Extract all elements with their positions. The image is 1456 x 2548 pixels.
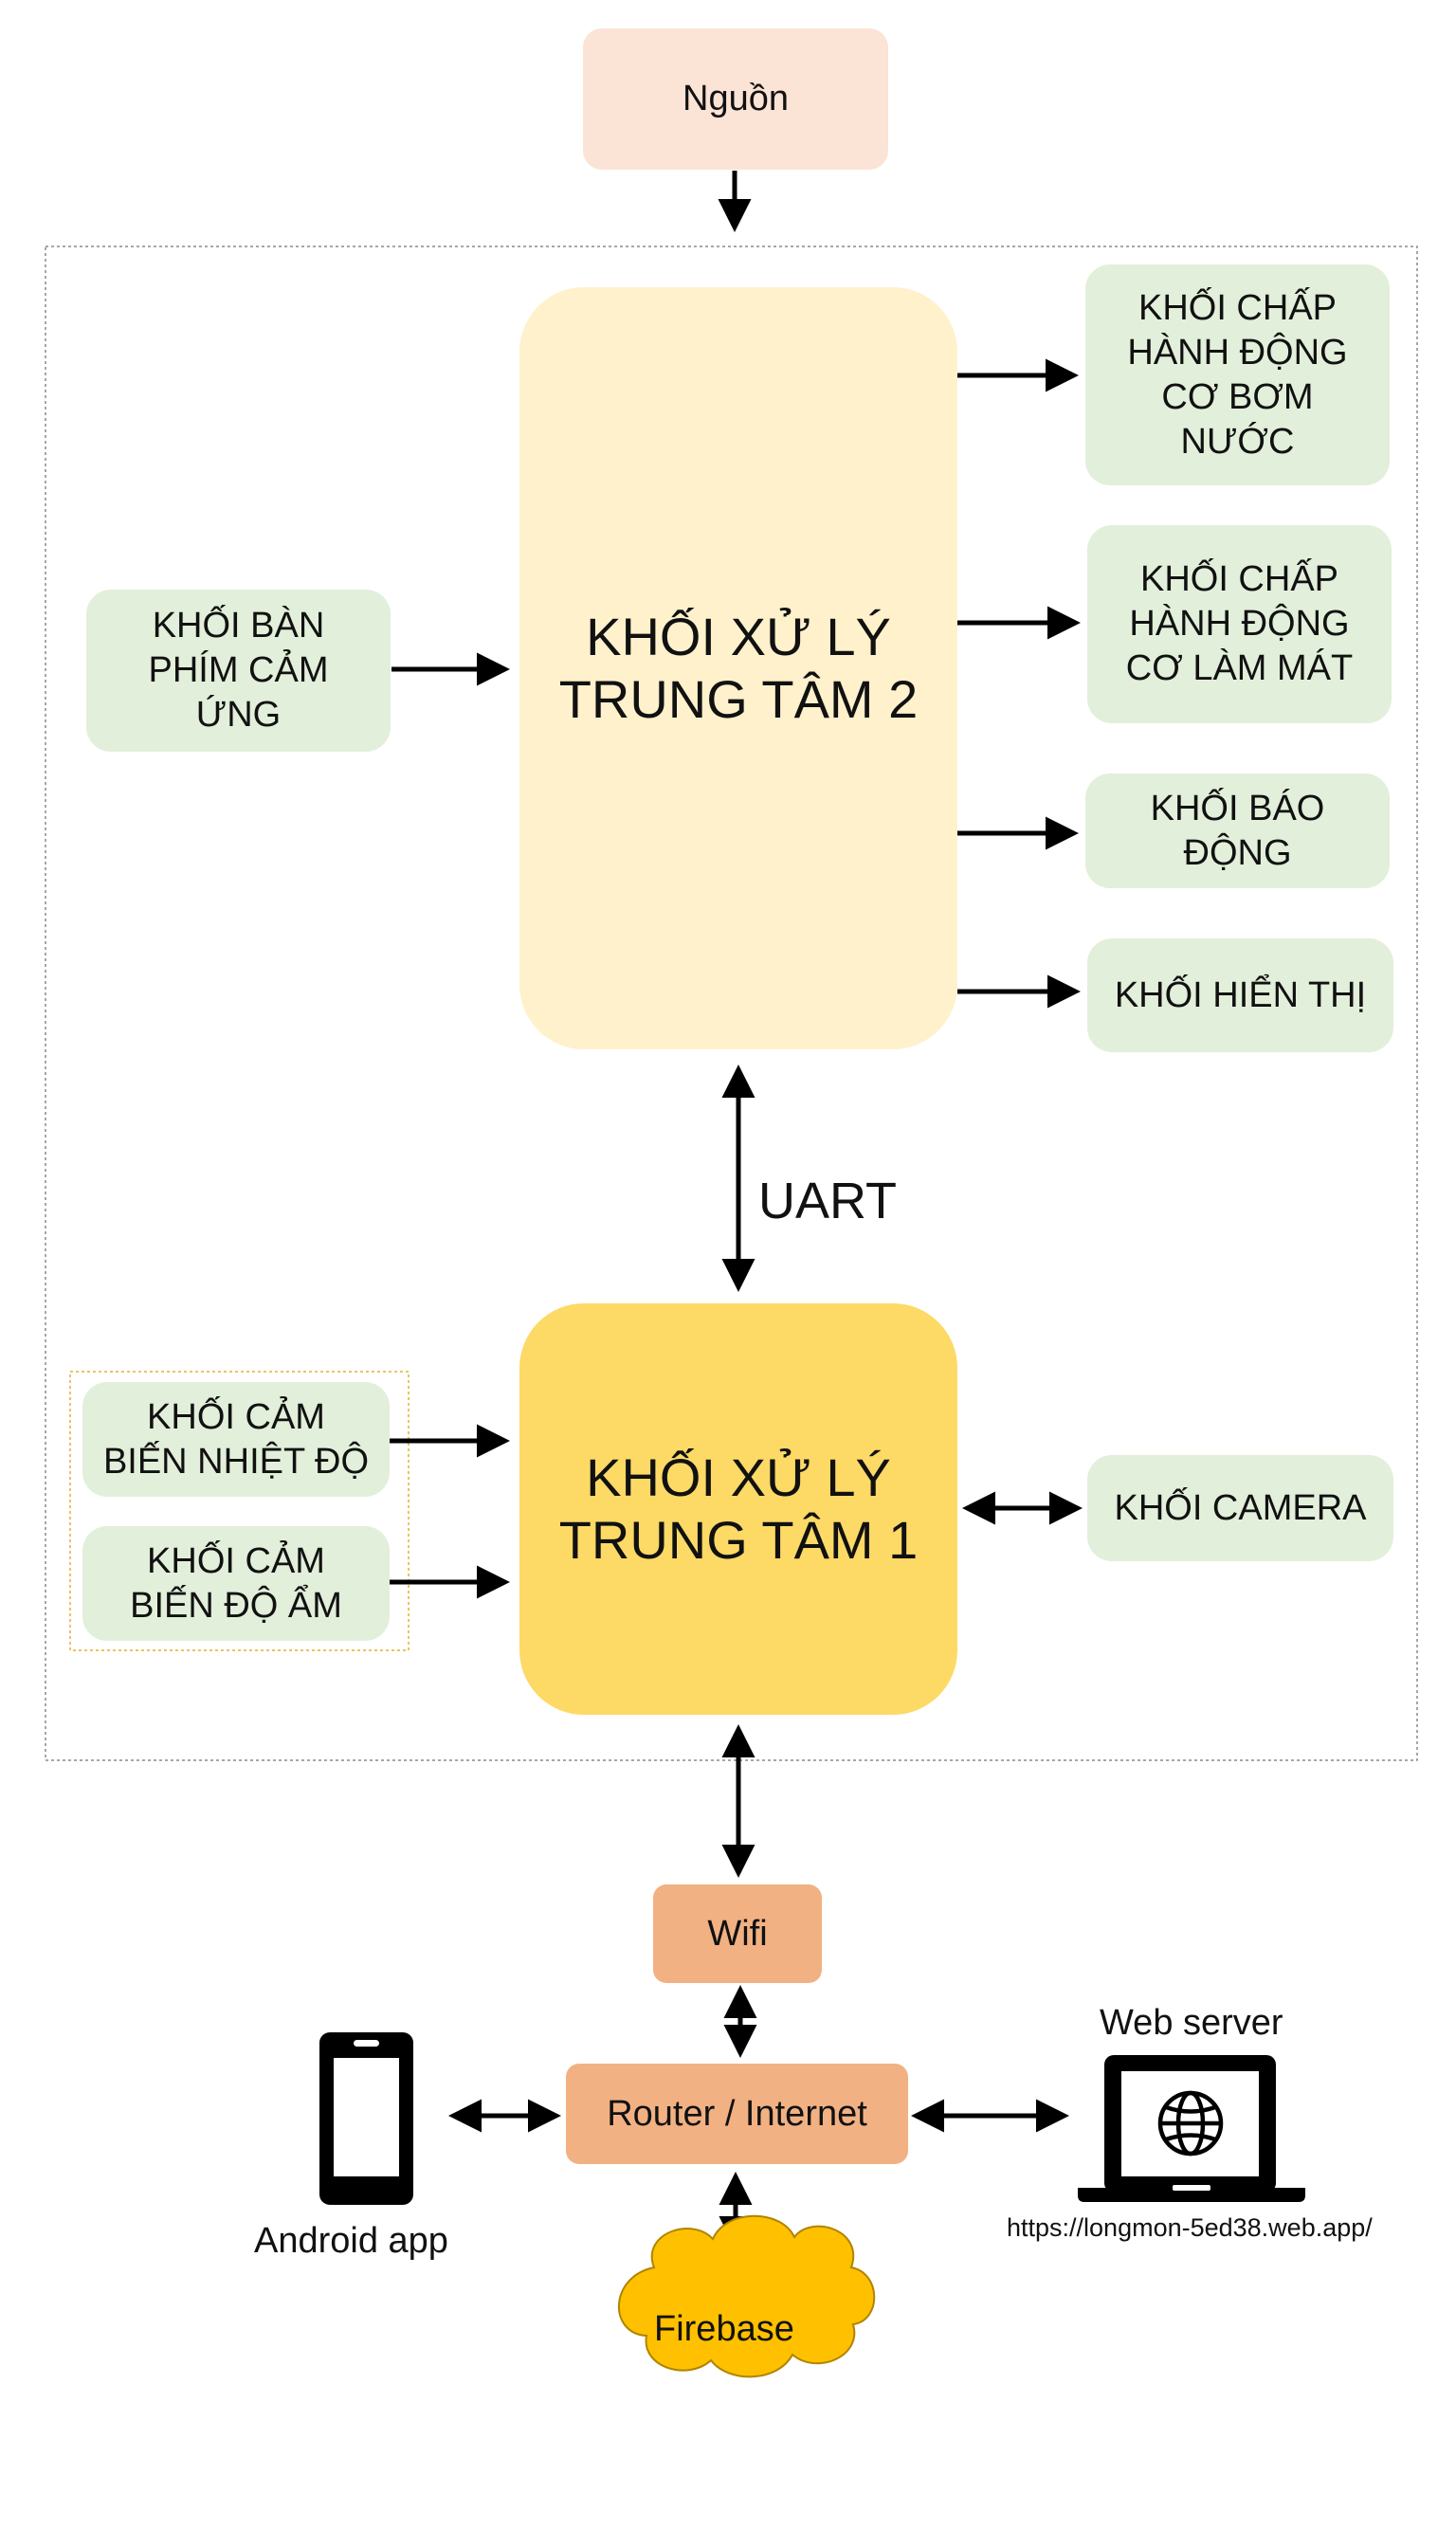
firebase-label: Firebase bbox=[654, 2309, 794, 2349]
system-boundary bbox=[45, 246, 1418, 1761]
keypad-block: KHỐI BÀN PHÍM CẢM ỨNG bbox=[86, 590, 391, 752]
web-server-label: Web server bbox=[1100, 2003, 1283, 2043]
android-app-label: Android app bbox=[254, 2221, 448, 2261]
display-block: KHỐI HIỂN THỊ bbox=[1087, 938, 1393, 1052]
wifi-block: Wifi bbox=[653, 1884, 822, 1983]
power-block: Nguồn bbox=[583, 28, 888, 170]
laptop-icon bbox=[1078, 2055, 1305, 2202]
cpu1-block: KHỐI XỬ LÝ TRUNG TÂM 1 bbox=[519, 1303, 957, 1715]
router-block: Router / Internet bbox=[566, 2064, 908, 2164]
uart-label: UART bbox=[758, 1173, 898, 1229]
cpu2-block: KHỐI XỬ LÝ TRUNG TÂM 2 bbox=[519, 287, 957, 1049]
pump-actuator-block: KHỐI CHẤP HÀNH ĐỘNG CƠ BƠM NƯỚC bbox=[1085, 264, 1390, 485]
cooling-actuator-block: KHỐI CHẤP HÀNH ĐỘNG CƠ LÀM MÁT bbox=[1087, 525, 1392, 723]
globe-icon bbox=[1157, 2090, 1224, 2157]
humidity-sensor-block: KHỐI CẢM BIẾN ĐỘ ẨM bbox=[82, 1526, 390, 1641]
smartphone-icon bbox=[319, 2032, 413, 2205]
camera-block: KHỐI CAMERA bbox=[1087, 1455, 1393, 1561]
web-url-label: https://longmon-5ed38.web.app/ bbox=[1007, 2213, 1373, 2242]
firebase-cloud-shape bbox=[617, 2214, 876, 2378]
temperature-sensor-block: KHỐI CẢM BIẾN NHIỆT ĐỘ bbox=[82, 1382, 390, 1497]
alarm-block: KHỐI BÁO ĐỘNG bbox=[1085, 774, 1390, 888]
sensor-group-frame bbox=[69, 1371, 410, 1651]
